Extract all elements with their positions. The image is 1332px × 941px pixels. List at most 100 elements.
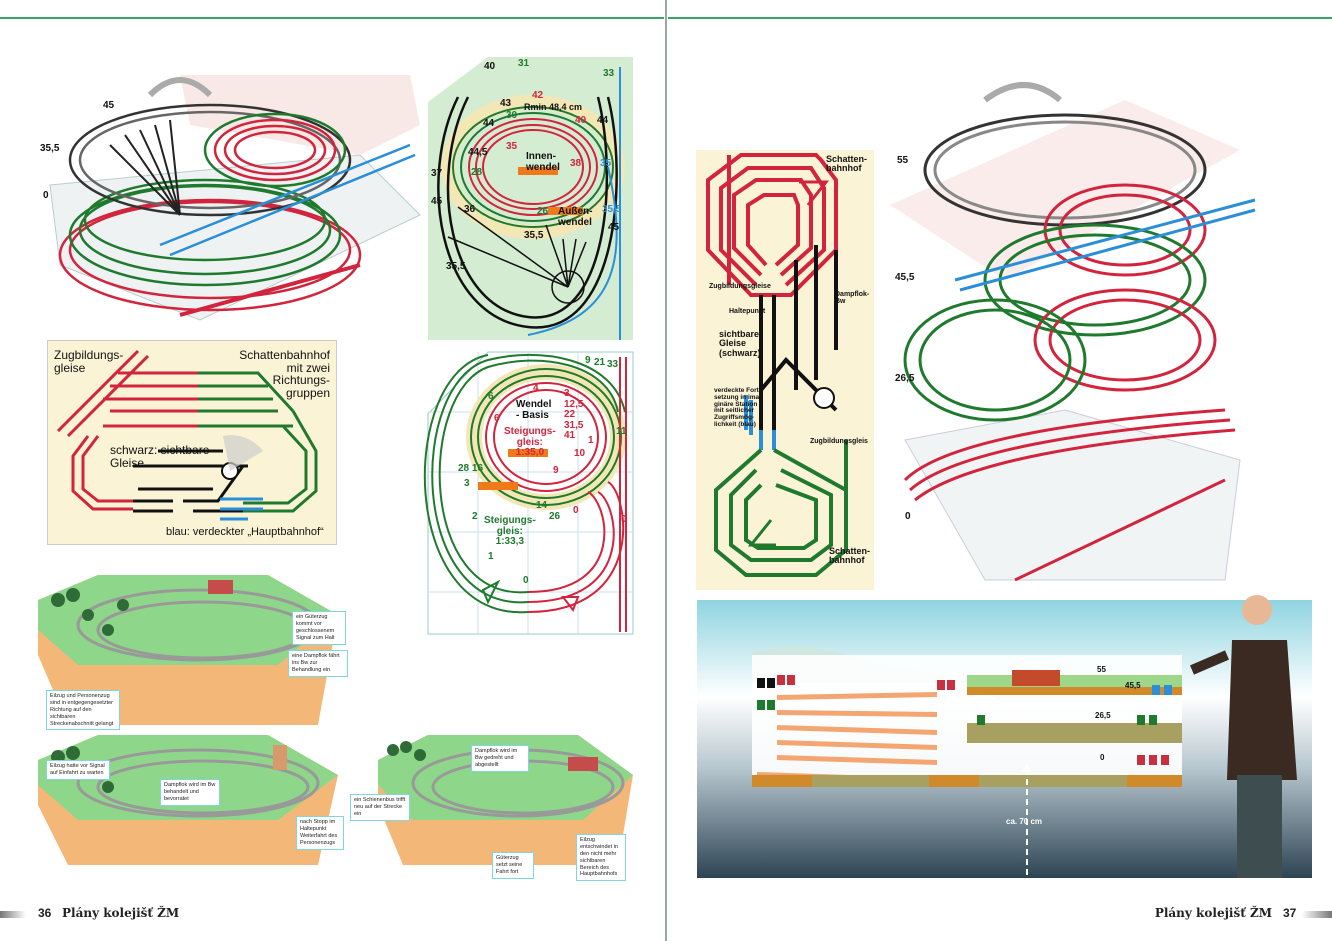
level-height-55: 55 bbox=[897, 155, 909, 166]
plan-label: 31 bbox=[518, 58, 530, 69]
wendel-basis-label: Wendel - Basis bbox=[516, 399, 552, 421]
plan-label: 4 bbox=[533, 383, 539, 394]
level-height-45-5: 45,5 bbox=[895, 272, 915, 283]
schattenbahnhof-label: Schattenbahnhof mit zwei Richtungs- grup… bbox=[239, 348, 330, 400]
plan-label: 44 bbox=[597, 115, 609, 126]
track-plan-upper-level: 40 31 33 42 43 30 Rmin 48,4 cm 40 44 44 … bbox=[428, 57, 633, 340]
plan-label: 42 bbox=[532, 90, 544, 101]
plan-label: 40 bbox=[484, 61, 496, 72]
track-schema-column: Schatten- bahnhof Zugbildungsgleise Halt… bbox=[696, 150, 874, 590]
height-label-35-5: 35,5 bbox=[40, 143, 60, 154]
section-height-0: 0 bbox=[1100, 753, 1105, 762]
plan-label: 44,5 bbox=[468, 147, 488, 158]
plan-label: 0 bbox=[621, 514, 627, 525]
top-rule-left bbox=[0, 17, 664, 19]
section-height-55: 55 bbox=[1097, 665, 1106, 674]
footer-bar-left bbox=[0, 911, 26, 918]
callout: Dampflok wird im Bw gedreht und abgestel… bbox=[471, 745, 529, 772]
plan-label: 40 bbox=[575, 115, 587, 126]
callout: Eilzug hatte vor Signal auf Einfahrt zu … bbox=[46, 760, 110, 780]
plan-label: 44 bbox=[483, 118, 495, 129]
zugbildungsgleise-label: Zugbildungsgleise bbox=[709, 283, 771, 290]
exploded-3d-levels: 55 45,5 26,5 0 bbox=[885, 80, 1256, 585]
zugbildungsgleise-label: Zugbildungs- gleise bbox=[54, 348, 124, 375]
page-gutter bbox=[665, 0, 667, 941]
layout-3d-illustration: 45 35,5 0 bbox=[30, 65, 425, 330]
plan-label: 10 bbox=[574, 448, 586, 459]
plan-label: 3 bbox=[464, 478, 470, 489]
layout-3d-drawing bbox=[49, 75, 421, 321]
aussen-wendel-label: Außen- wendel bbox=[558, 206, 593, 228]
plan-label: 35 bbox=[600, 158, 612, 169]
magazine-title-left: Plány kolejišť ŽM bbox=[62, 906, 180, 920]
plan-label: 6 bbox=[488, 391, 494, 402]
callout: Eilzug und Personenzug sind in entgegeng… bbox=[46, 690, 120, 731]
plan-label: 30 bbox=[506, 110, 518, 121]
top-rule-right bbox=[668, 17, 1332, 19]
height-label-0: 0 bbox=[43, 190, 49, 201]
haltepunkt-label: Haltepunkt bbox=[729, 308, 766, 315]
plan-label: 6 bbox=[494, 413, 500, 424]
callout: Güterzug setzt seine Fahrt fort bbox=[492, 852, 534, 879]
schattenbahnhof-bottom-label: Schatten- bahnhof bbox=[829, 546, 871, 566]
plan-label: 38 bbox=[570, 158, 582, 169]
verdeckte-fortsetzung-label: verdeckte Fort- setzung in ima- ginäre S… bbox=[714, 387, 762, 429]
section-height-26-5: 26,5 bbox=[1095, 711, 1111, 720]
steigungsgleis-1-35-label: Steigungs- gleis: 1:35,0 bbox=[504, 426, 556, 458]
callout: Dampflok wird im Bw behandelt und bevorr… bbox=[160, 779, 220, 806]
lower-plan-drawing bbox=[423, 351, 634, 635]
plan-label: 21 bbox=[594, 357, 606, 368]
plan-label: 28 16 bbox=[458, 463, 484, 474]
zugbildungsgleis-label: Zugbildungsgleis bbox=[810, 438, 868, 445]
plan-label: 45 bbox=[431, 196, 443, 207]
schematic-drawing bbox=[56, 349, 318, 521]
steigungsgleis-1-33-label: Steigungs- gleis: 1:33,3 bbox=[484, 515, 536, 547]
page-number-left: 36 bbox=[38, 906, 52, 920]
plan-label: 37 bbox=[431, 168, 443, 179]
height-70cm-label: ca. 70 cm bbox=[1006, 817, 1043, 826]
plan-label: 14 bbox=[536, 500, 548, 511]
plan-label: 0 bbox=[523, 575, 529, 586]
scenery-illustration-1 bbox=[38, 575, 338, 725]
person-figure bbox=[1190, 595, 1297, 878]
plan-label: 35,5 bbox=[602, 204, 622, 215]
plan-label: 9 bbox=[553, 465, 559, 476]
upper-plan-drawing bbox=[428, 57, 633, 340]
callout: ein Schienenbus trifft neu auf der Strec… bbox=[350, 794, 410, 821]
callout: nach Stopp im Haltepunkt Weiterfahrt des… bbox=[296, 816, 344, 850]
track-plan-lower-level: 9 21 33 4 3 12,5 22 31,5 41 Wendel - Bas… bbox=[423, 351, 634, 635]
innen-wendel-label: Innen- wendel bbox=[526, 151, 560, 173]
plan-label: 33 bbox=[603, 68, 615, 79]
cross-section-drawing bbox=[752, 595, 1297, 878]
blau-label: blau: verdeckter „Hauptbahnhof“ bbox=[166, 526, 324, 538]
schematic-diagram-box: Zugbildungs- gleise Schattenbahnhof mit … bbox=[47, 340, 337, 545]
section-height-45-5: 45,5 bbox=[1125, 681, 1141, 690]
plan-label: 26 bbox=[537, 206, 549, 217]
plan-label: 0 bbox=[573, 505, 579, 516]
height-label-45: 45 bbox=[103, 100, 115, 111]
cross-section-panel: 55 45,5 26,5 0 ca. 70 cm bbox=[697, 595, 1312, 878]
plan-label: 26 bbox=[549, 511, 561, 522]
plan-label: 1 bbox=[488, 551, 494, 562]
page-number-right: 37 bbox=[1283, 906, 1297, 920]
level-height-26-5: 26,5 bbox=[895, 373, 915, 384]
plan-label: 1 bbox=[588, 435, 594, 446]
plan-label: 2 bbox=[472, 511, 478, 522]
plan-label: 43 bbox=[500, 98, 512, 109]
track-schema-drawing bbox=[706, 153, 848, 577]
plan-label: 36 bbox=[464, 204, 476, 215]
callout: Eilzug entschwindet in den nicht mehr si… bbox=[576, 834, 626, 882]
plan-label: 28 bbox=[471, 167, 483, 178]
rmin-label: Rmin 48,4 cm bbox=[524, 102, 583, 112]
sichtbare-gleise-label: sichtbare Gleise (schwarz) bbox=[719, 329, 761, 358]
plan-label: 35,5 bbox=[446, 261, 466, 272]
callout: eine Dampflok fährt ins Bw zur Behandlun… bbox=[288, 650, 348, 677]
dampflok-bw-label: Dampflok- Bw bbox=[835, 291, 870, 306]
callout: ein Güterzug kommt vor geschlossenem Sig… bbox=[292, 611, 346, 645]
plan-label: 9 bbox=[585, 355, 591, 366]
plan-label: 11 bbox=[616, 426, 627, 437]
exploded-levels-drawing bbox=[890, 82, 1256, 582]
plan-label: 33 bbox=[607, 359, 619, 370]
schattenbahnhof-top-label: Schatten- bahnhof bbox=[826, 154, 868, 174]
magazine-title-right: Plány kolejišť ŽM bbox=[1154, 906, 1272, 920]
